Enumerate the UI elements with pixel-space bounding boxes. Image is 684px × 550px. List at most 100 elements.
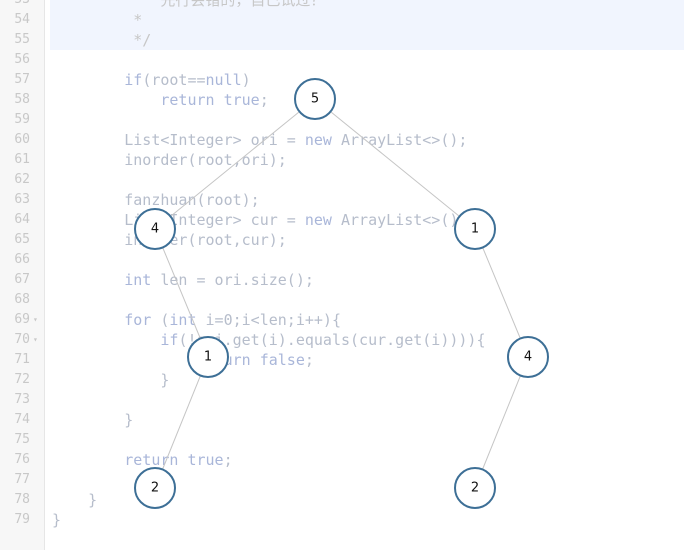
line-number: 67 — [14, 272, 30, 287]
tree-node-root: 5 — [294, 78, 336, 120]
code-line-69[interactable]: 69▾ for (int i=0;i<len;i++){ — [0, 310, 684, 330]
line-number: 65 — [14, 232, 30, 247]
tree-node-right-right-left: 2 — [454, 467, 496, 509]
code-line-72[interactable]: 72 } — [0, 370, 684, 390]
node-value: 4 — [524, 350, 532, 365]
line-number: 57 — [14, 72, 30, 87]
comment-token: 先行会错的，自己试过？ — [160, 0, 326, 9]
line-number: 55 — [14, 32, 30, 47]
keyword-token: int — [124, 271, 152, 289]
code-line-53[interactable]: 53 先行会错的，自己试过？ — [0, 0, 684, 10]
code-line-62[interactable]: 62 — [0, 170, 684, 190]
line-code: for (int i=0;i<len;i++){ — [52, 310, 341, 330]
comment-token: * — [52, 11, 143, 29]
code-line-60[interactable]: 60 List<Integer> ori = new ArrayList<>()… — [0, 130, 684, 150]
tree-node-left: 4 — [134, 208, 176, 250]
line-number: 75 — [14, 432, 30, 447]
line-number: 71 — [14, 352, 30, 367]
node-circle — [187, 336, 229, 378]
line-number: 53 — [0, 0, 30, 10]
keyword-token: new — [304, 131, 332, 149]
code-token: ArrayList<>(); — [331, 211, 468, 229]
code-line-70[interactable]: 70▾ if(!ori.get(i).equals(cur.get(i)))){ — [0, 330, 684, 350]
keyword-token: return true — [160, 91, 260, 109]
line-number: 60 — [14, 132, 30, 147]
code-line-63[interactable]: 63 fanzhuan(root); — [0, 190, 684, 210]
code-line-77[interactable]: 77 — [0, 470, 684, 490]
line-number: 74 — [14, 412, 30, 427]
node-value: 1 — [204, 350, 212, 365]
code-token: ) — [241, 71, 251, 89]
keyword-token: for — [124, 311, 152, 329]
tree-edge-root-to-left — [154, 98, 316, 230]
node-value: 4 — [151, 222, 159, 237]
line-number: 64 — [14, 212, 30, 227]
line-number: 77 — [14, 472, 30, 487]
code-token: } — [52, 511, 62, 529]
keyword-token: null — [205, 71, 242, 89]
line-number: 76 — [14, 452, 30, 467]
line-code: } — [52, 510, 61, 530]
line-number: 72 — [14, 372, 30, 387]
fold-toggle-icon[interactable]: ▾ — [33, 315, 38, 324]
code-token: List<Integer> ori = — [52, 131, 305, 149]
code-token: fanzhuan(root); — [52, 191, 260, 209]
text-selection-highlight — [50, 0, 684, 50]
keyword-token: int — [169, 311, 197, 329]
code-token: } — [52, 411, 134, 429]
line-code: return true; — [52, 90, 268, 110]
line-number: 54 — [14, 12, 30, 27]
tree-edge-left-to-left-right — [154, 228, 209, 358]
tree-node-right: 1 — [454, 208, 496, 250]
code-line-68[interactable]: 68 — [0, 290, 684, 310]
code-line-66[interactable]: 66 — [0, 250, 684, 270]
node-circle — [507, 336, 549, 378]
tree-nodes: 5 4 1 1 4 2 2 — [134, 78, 549, 509]
tree-edge-root-to-right — [314, 98, 476, 230]
code-line-73[interactable]: 73 — [0, 390, 684, 410]
code-line-67[interactable]: 67 int len = ori.size(); — [0, 270, 684, 290]
line-code: } — [52, 490, 97, 510]
line-number: 68 — [14, 292, 30, 307]
line-number: 79 — [14, 512, 30, 527]
code-line-79[interactable]: 79} — [0, 510, 684, 530]
code-token: ; — [223, 451, 233, 469]
code-token: } — [52, 491, 98, 509]
comment-token: */ — [52, 31, 152, 49]
line-number: 56 — [14, 52, 30, 67]
line-number: 69 — [14, 312, 30, 327]
node-circle — [134, 467, 176, 509]
code-token: len = ori.size(); — [151, 271, 314, 289]
fold-toggle-icon[interactable]: ▾ — [33, 335, 38, 344]
code-line-55[interactable]: 55 */ — [0, 30, 684, 50]
line-number: 59 — [14, 112, 30, 127]
code-line-78[interactable]: 78 } — [0, 490, 684, 510]
line-code: fanzhuan(root); — [52, 190, 260, 210]
code-line-74[interactable]: 74 } — [0, 410, 684, 430]
node-circle — [454, 208, 496, 250]
code-line-75[interactable]: 75 — [0, 430, 684, 450]
keyword-token: new — [304, 211, 332, 229]
line-code: if(!ori.get(i).equals(cur.get(i)))){ — [52, 330, 485, 350]
tree-node-left-right: 1 — [187, 336, 229, 378]
tree-node-left-right-left: 2 — [134, 467, 176, 509]
line-code: if(root==null) — [52, 70, 251, 90]
code-line-57[interactable]: 57 if(root==null) — [0, 70, 684, 90]
line-number: 70 — [14, 332, 30, 347]
code-token: ( — [151, 311, 170, 329]
tree-edge-right-right-to-right-right-left — [474, 356, 529, 489]
code-line-59[interactable]: 59 — [0, 110, 684, 130]
line-code: } — [52, 370, 169, 390]
code-line-54[interactable]: 54 * — [0, 10, 684, 30]
code-line-56[interactable]: 56 — [0, 50, 684, 70]
line-number: 78 — [14, 492, 30, 507]
line-code: } — [52, 410, 133, 430]
code-line-58[interactable]: 58 return true; — [0, 90, 684, 110]
tree-node-right-right: 4 — [507, 336, 549, 378]
line-number: 73 — [14, 392, 30, 407]
line-number: 63 — [14, 192, 30, 207]
line-code: List<Integer> ori = new ArrayList<>(); — [52, 130, 467, 150]
code-token: ; — [304, 351, 314, 369]
